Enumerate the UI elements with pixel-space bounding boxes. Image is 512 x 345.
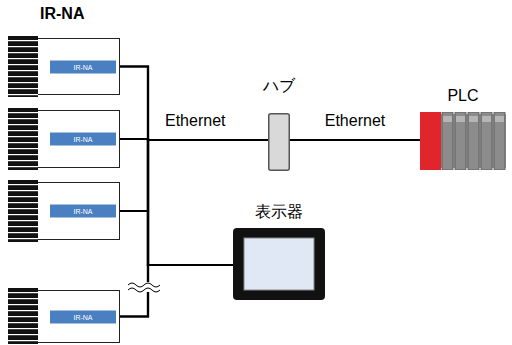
ir-na-device: IR-NA	[38, 290, 120, 343]
device-label: IR-NA	[73, 63, 92, 70]
device-label-band: IR-NA	[50, 310, 116, 323]
ir-na-device: IR-NA	[38, 182, 120, 240]
plc-unit: PLC	[420, 112, 506, 170]
plc-body	[420, 112, 506, 170]
ethernet-cable	[120, 67, 268, 141]
ethernet-cable	[120, 211, 233, 265]
ethernet-cable	[120, 139, 233, 265]
device-label: IR-NA	[73, 313, 92, 320]
device-label-band: IR-NA	[50, 60, 116, 73]
display-panel: 表示器	[233, 228, 325, 300]
device-label-band: IR-NA	[50, 205, 116, 218]
ir-na-device: IR-NA	[38, 38, 120, 95]
link-label: Ethernet	[163, 112, 227, 130]
ethernet-cable	[120, 140, 268, 211]
ethernet-cable	[290, 139, 420, 141]
node-label: 表示器	[255, 203, 303, 221]
node-label: ハブ	[263, 77, 295, 95]
heatsink-fins	[8, 180, 38, 242]
heatsink-fins	[8, 288, 38, 344]
hub-body	[268, 113, 290, 171]
device-heading: IR-NA	[38, 5, 86, 23]
device-label: IR-NA	[73, 136, 92, 143]
ethernet-cable	[120, 67, 233, 266]
hub-box: ハブ	[268, 113, 290, 171]
display-body	[233, 228, 325, 300]
bus-break-symbol	[128, 282, 160, 292]
device-label-band: IR-NA	[50, 133, 116, 146]
link-label: Ethernet	[323, 112, 387, 130]
device-label: IR-NA	[73, 208, 92, 215]
ethernet-cable	[120, 265, 233, 317]
heatsink-fins	[8, 108, 38, 170]
heatsink-fins	[8, 36, 38, 97]
ir-na-device: IR-NA	[38, 110, 120, 168]
node-label: PLC	[447, 87, 478, 105]
